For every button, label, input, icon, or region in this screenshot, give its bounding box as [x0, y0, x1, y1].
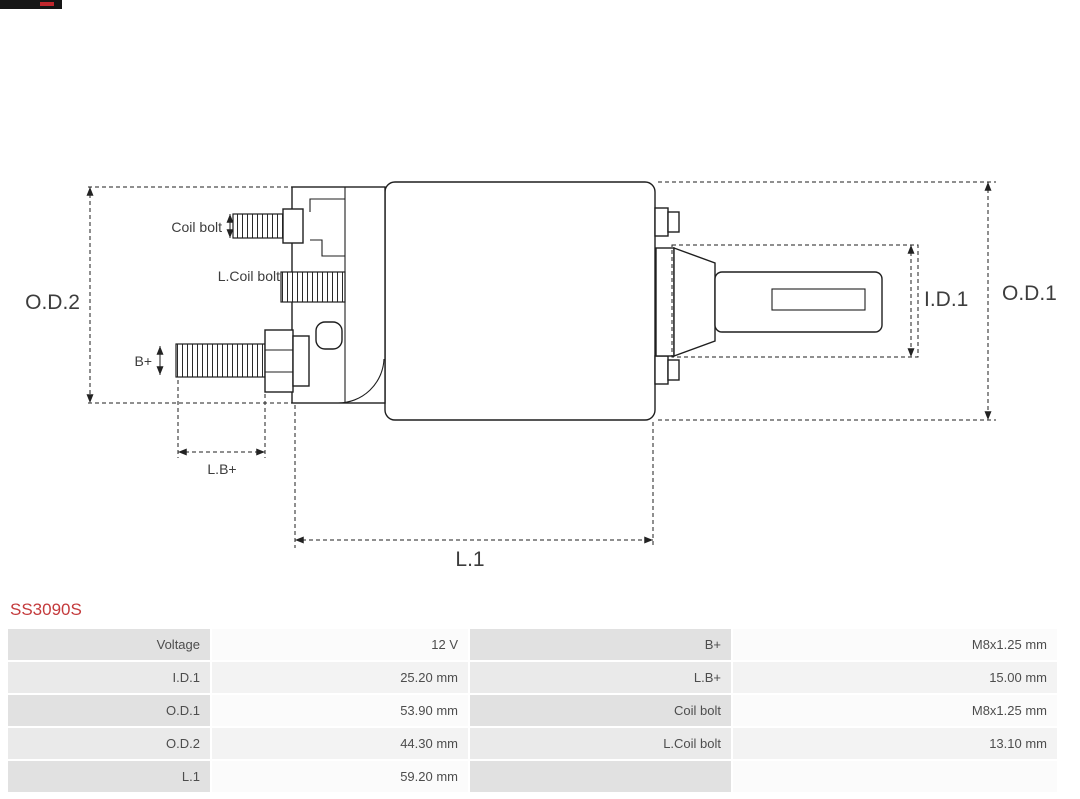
spec-label: Coil bolt	[470, 695, 731, 726]
l1-label: L.1	[455, 548, 484, 571]
coil-terminal-thread	[280, 271, 346, 303]
part-number: SS3090S	[10, 600, 82, 619]
spec-value: 44.30 mm	[212, 728, 468, 759]
plunger-shaft	[655, 246, 883, 358]
spec-value: M8x1.25 mm	[733, 629, 1057, 660]
coil-bolt-label: Coil bolt	[171, 219, 222, 235]
spec-value: 12 V	[212, 629, 468, 660]
spec-label: L.B+	[470, 662, 731, 693]
spec-label: I.D.1	[8, 662, 210, 693]
spec-label: B+	[470, 629, 731, 660]
logo-accent-mark	[40, 2, 54, 6]
solenoid-body	[384, 181, 656, 421]
spec-value: 53.90 mm	[212, 695, 468, 726]
b-plus-terminal	[175, 321, 343, 393]
dim-od2: O.D.2	[25, 186, 292, 404]
b-plus-label: B+	[134, 353, 152, 369]
spec-value: M8x1.25 mm	[733, 695, 1057, 726]
spec-label: L.1	[8, 761, 210, 792]
spec-label: Voltage	[8, 629, 210, 660]
dim-coil-bolt: Coil bolt	[171, 214, 234, 238]
spec-value: 59.20 mm	[212, 761, 468, 792]
dim-l-coil-bolt: L.Coil bolt	[218, 268, 280, 284]
l-coil-bolt-label: L.Coil bolt	[218, 268, 280, 284]
spec-value: 15.00 mm	[733, 662, 1057, 693]
coil-bolt	[232, 208, 304, 244]
spec-label: L.Coil bolt	[470, 728, 731, 759]
dim-l-b-plus: L.B+	[177, 380, 266, 477]
spec-value: 13.10 mm	[733, 728, 1057, 759]
spec-label: O.D.1	[8, 695, 210, 726]
od1-label: O.D.1	[1002, 282, 1057, 305]
spec-value: 25.20 mm	[212, 662, 468, 693]
od2-label: O.D.2	[25, 291, 80, 314]
spec-value	[733, 761, 1057, 792]
logo-fragment	[0, 0, 62, 9]
id1-label: I.D.1	[924, 288, 968, 311]
spec-label: O.D.2	[8, 728, 210, 759]
dim-od1: O.D.1	[658, 181, 1057, 421]
spec-table: Voltage 12 V B+ M8x1.25 mm I.D.1 25.20 m…	[8, 629, 1057, 792]
dim-id1: I.D.1	[671, 244, 968, 358]
spec-label	[470, 761, 731, 792]
solenoid-technical-drawing: O.D.2 O.D.1 I.D.1 Coil bolt L.Coil bolt …	[25, 181, 1057, 571]
l-b-plus-label: L.B+	[207, 461, 236, 477]
terminal-tabs	[654, 207, 680, 385]
dim-b-plus: B+	[134, 346, 164, 375]
dim-l1: L.1	[294, 405, 654, 571]
